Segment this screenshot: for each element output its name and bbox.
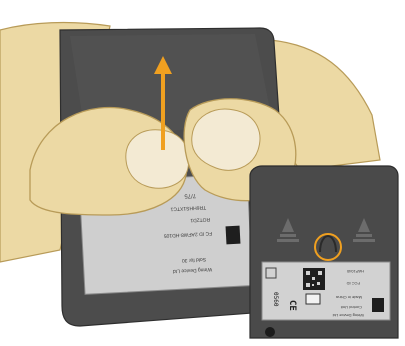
- inset-screw-hole: [265, 327, 275, 337]
- inset-black-mark: [372, 298, 384, 312]
- inset-ce-mark: CE: [287, 300, 297, 311]
- inset-label-line-2: FCC ID: [347, 281, 360, 286]
- inset-serial-number: 0560: [272, 292, 279, 307]
- inset-book-icon: [306, 294, 320, 304]
- left-thumbnail: [126, 130, 189, 188]
- main-label-line-3: ROT2D1: [190, 216, 210, 223]
- inset-label-line-5: Wiring Device Ltd: [333, 313, 364, 318]
- inset-label-line-4: Control Unit: [340, 305, 362, 310]
- main-label-line-5: Sold for 30: [182, 256, 207, 263]
- inset-label-line-3: Made in China: [335, 295, 362, 300]
- inset-device: CE 0560 HAP1040 FCC ID Made in China Con…: [250, 166, 398, 338]
- inset-label-line-1: HAP1040: [346, 269, 364, 274]
- main-label-line-1: 7/75: [184, 192, 197, 199]
- inset-label: CE 0560 HAP1040 FCC ID Made in China Con…: [262, 262, 390, 320]
